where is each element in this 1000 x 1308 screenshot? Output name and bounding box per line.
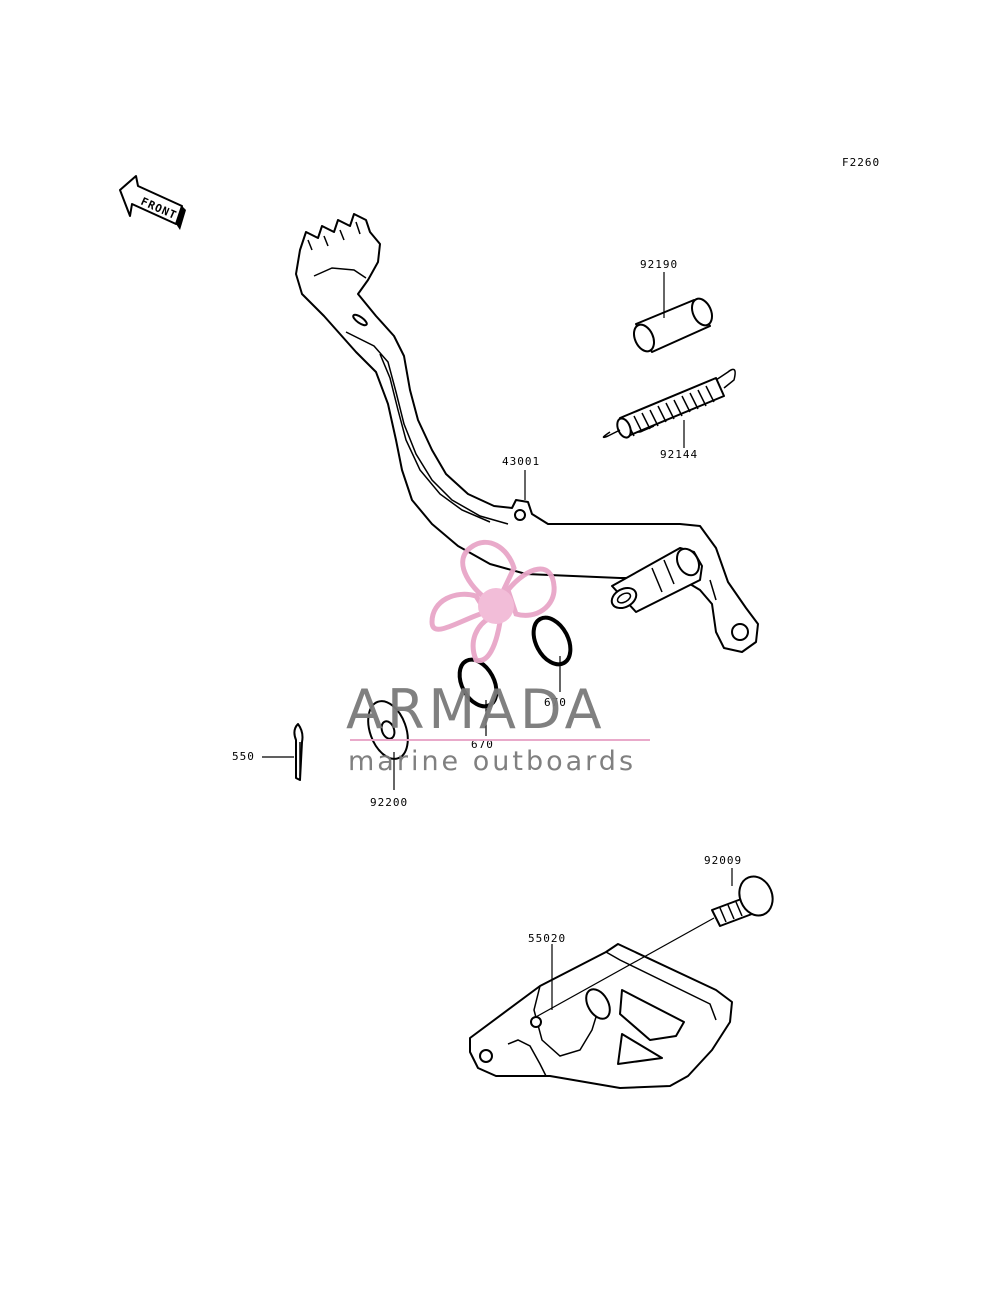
watermark-brand: ARMADA	[346, 678, 606, 741]
propeller-logo-icon	[429, 540, 557, 663]
leader-lines	[262, 272, 733, 1019]
part-label-550: 550	[232, 750, 255, 763]
armada-watermark: ARMADA marine outboards	[346, 540, 650, 777]
front-arrow-icon: FRONT	[119, 175, 186, 230]
part-label-92200: 92200	[370, 796, 408, 809]
part-label-92009: 92009	[704, 854, 742, 867]
spring-drawing	[602, 368, 736, 439]
collar-drawing	[632, 297, 714, 353]
watermark-tagline: marine outboards	[348, 746, 636, 777]
part-label-92190: 92190	[640, 258, 678, 271]
cotter-pin-drawing	[293, 723, 304, 781]
part-label-55020: 55020	[528, 932, 566, 945]
screw-drawing	[711, 875, 774, 927]
part-label-670-right: 670	[544, 696, 567, 709]
part-label-670-left: 670	[471, 738, 494, 751]
washer-drawing	[367, 700, 409, 760]
brake-pedal-drawing	[295, 213, 759, 653]
part-label-43001: 43001	[502, 455, 540, 468]
o-ring-right-drawing	[531, 615, 573, 667]
guard-drawing	[469, 943, 733, 1089]
part-label-92144: 92144	[660, 448, 698, 461]
figure-code: F2260	[842, 156, 880, 169]
o-ring-left-drawing	[457, 657, 499, 709]
